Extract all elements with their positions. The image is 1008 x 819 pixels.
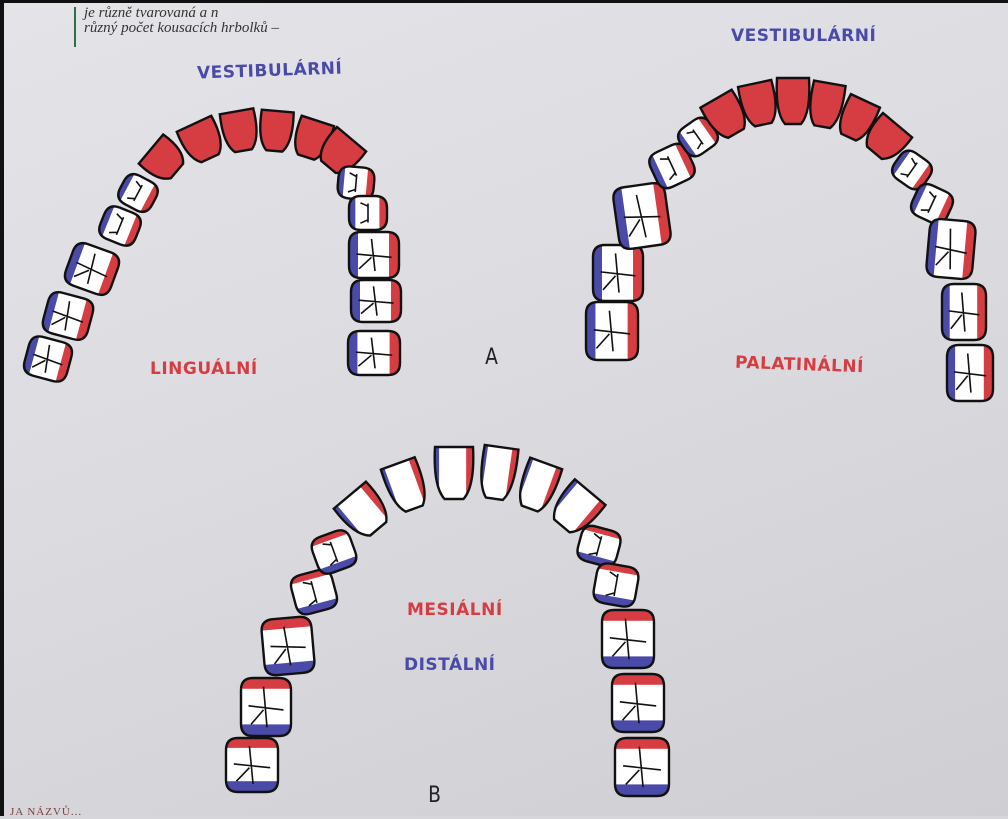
- molar-tooth-15: [346, 329, 402, 377]
- figure-letter-a: A: [485, 345, 498, 370]
- premolar-tooth-12: [590, 559, 643, 610]
- molar-tooth-1: [591, 243, 645, 303]
- footer-text: JA NÁZVŮ...: [10, 806, 82, 818]
- vestibular-label-right: VESTIBULÁRNÍ: [731, 26, 876, 46]
- distal-label: DISTÁLNÍ: [404, 655, 496, 675]
- molar-tooth-0: [224, 736, 280, 794]
- incisor-tooth-8: [256, 108, 296, 155]
- molar-tooth-14: [610, 672, 666, 734]
- molar-tooth-1: [38, 287, 98, 344]
- molar-tooth-2: [258, 614, 317, 678]
- lingual-label: LINGUÁLNÍ: [150, 359, 258, 379]
- molar-tooth-2: [59, 238, 124, 301]
- incisor-tooth-6: [378, 455, 433, 518]
- incisor-tooth-7: [433, 445, 475, 501]
- molar-tooth-1: [239, 676, 293, 738]
- molar-tooth-13: [347, 230, 401, 280]
- molar-tooth-13: [923, 216, 978, 282]
- premolar-tooth-12: [347, 194, 389, 232]
- molar-tooth-14: [349, 278, 403, 324]
- molar-tooth-15: [613, 736, 671, 798]
- incisor-tooth-7: [775, 76, 811, 126]
- molar-tooth-0: [19, 332, 77, 387]
- lower-arch-diagram-a: [19, 106, 403, 386]
- mesial-label: MESIÁLNÍ: [407, 600, 503, 620]
- arch-diagram-b: [224, 443, 671, 798]
- molar-tooth-0: [584, 300, 640, 362]
- molar-tooth-14: [940, 282, 988, 342]
- incisor-tooth-8: [475, 443, 520, 504]
- figure-letter-b: B: [428, 783, 441, 808]
- molar-tooth-2: [610, 179, 675, 252]
- dental-arches-diagram: [4, 3, 1008, 819]
- incisor-tooth-7: [217, 106, 262, 156]
- molar-tooth-13: [600, 608, 656, 670]
- molar-tooth-15: [945, 343, 995, 403]
